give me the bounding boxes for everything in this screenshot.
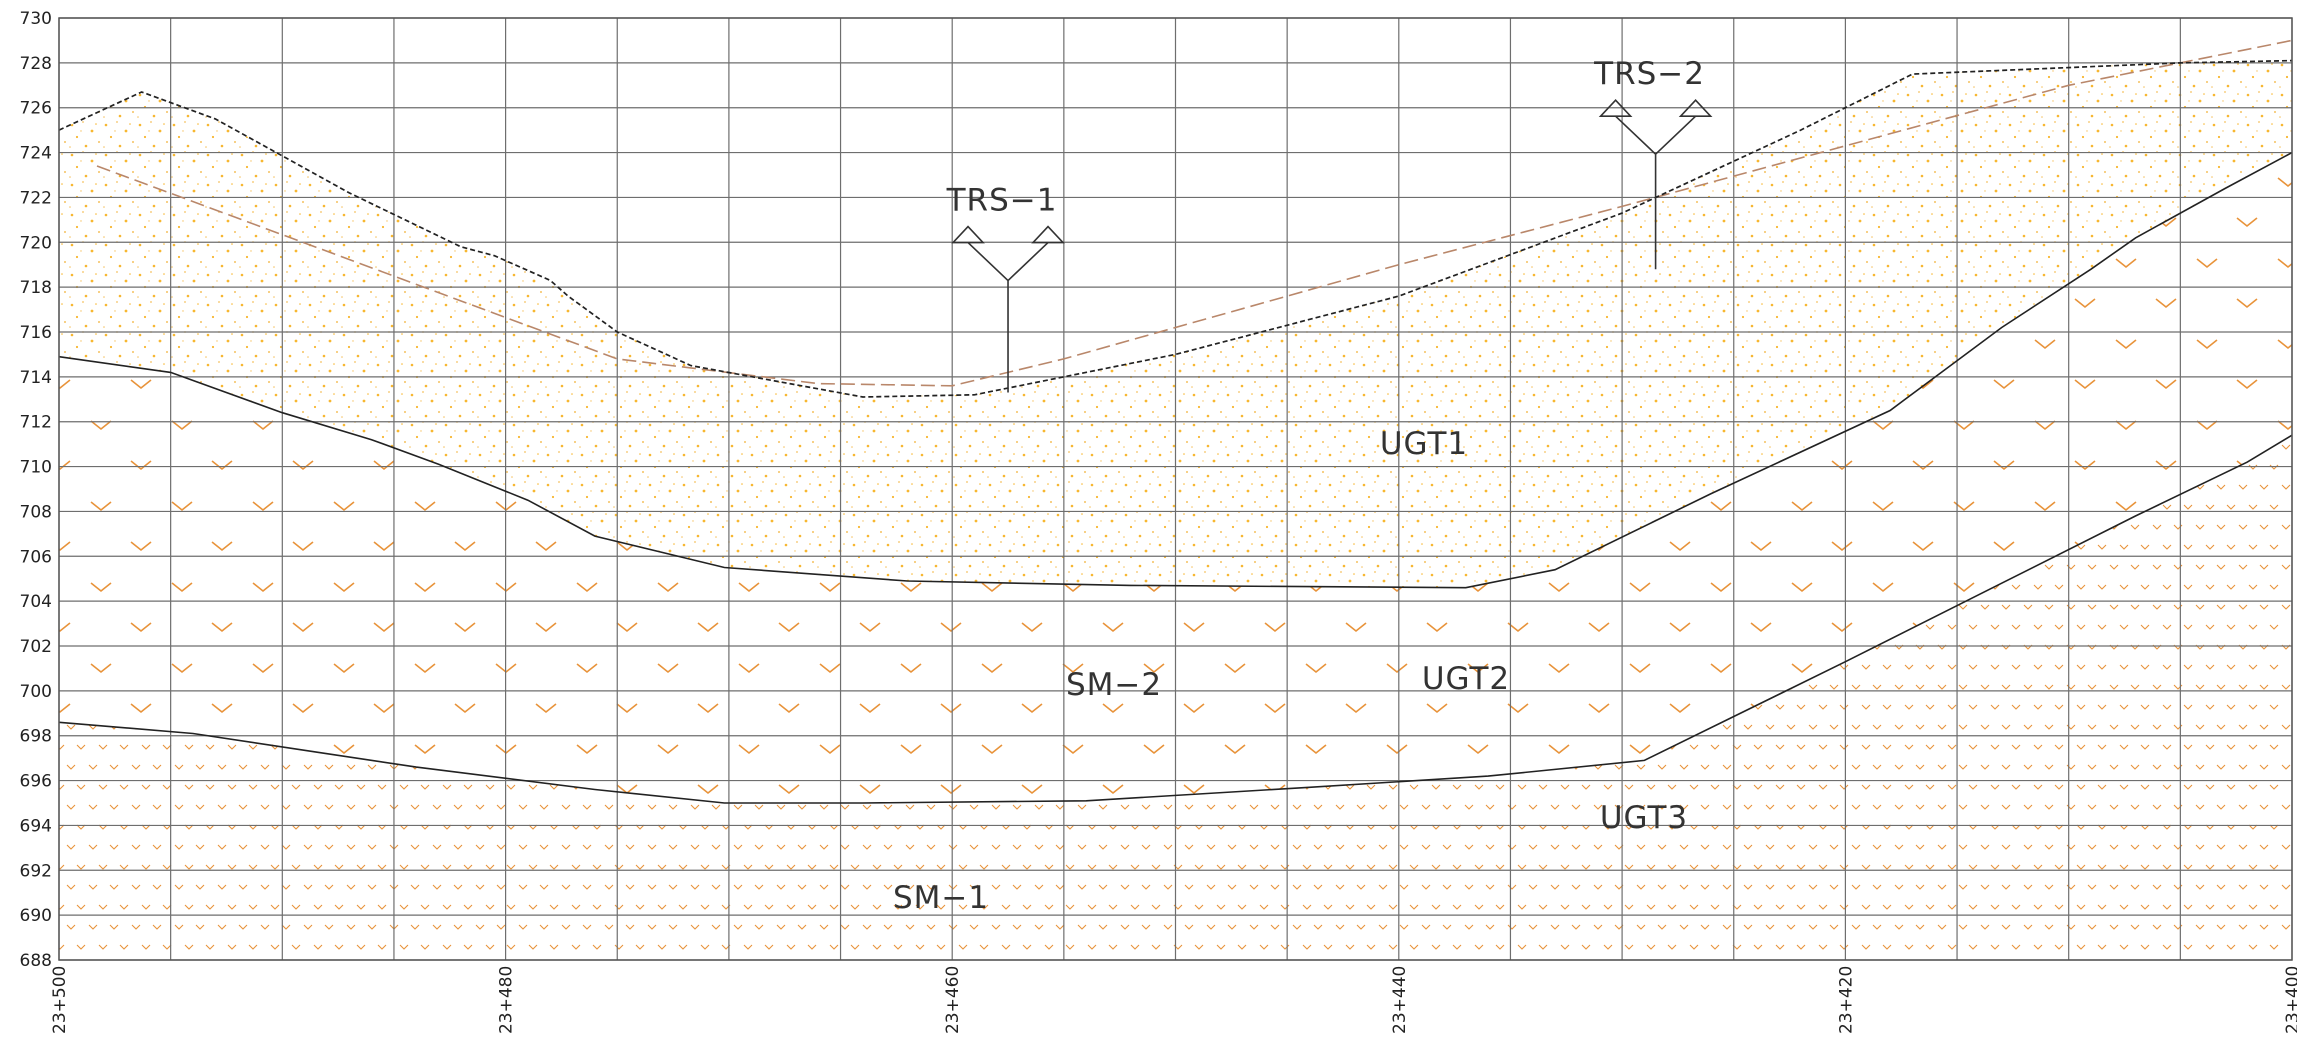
elevation-tick-label: 700 [20,682,52,702]
chainage-axis: 23+500 23+480 23+460 23+440 23+420 23+400 [50,966,2297,1034]
sm1-label: SM−1 [893,880,989,916]
elevation-tick-label: 690 [20,906,52,926]
chainage-tick-label: 23+500 [50,966,70,1034]
elevation-tick-label: 712 [20,413,52,433]
trs1-marker: TRS−1 [946,183,1065,393]
elevation-tick-label: 718 [20,278,52,298]
ugt3-label: UGT3 [1600,800,1688,836]
ground-surface-line [58,59,2293,398]
chainage-tick-label: 23+400 [2283,966,2297,1034]
elevation-tick-label: 692 [20,861,52,881]
trs2-label: TRS−2 [1593,56,1705,92]
unit-labels: UGT1 UGT2 UGT3 SM−2 SM−1 [893,426,1688,916]
chainage-tick-label: 23+440 [1390,966,1410,1034]
design-grade-line [96,39,2293,387]
ugt2-base-line [58,434,2293,804]
elevation-tick-label: 698 [20,727,52,747]
ugt1-base-line [58,151,2293,589]
ugt2-label: UGT2 [1422,661,1510,697]
elevation-tick-label: 702 [20,637,52,657]
elevation-tick-label: 726 [20,99,52,119]
chainage-tick-label: 23+420 [1836,966,1856,1034]
elevation-tick-label: 710 [20,458,52,478]
elevation-tick-label: 730 [20,9,52,29]
ugt1-label: UGT1 [1380,426,1468,462]
elevation-tick-label: 722 [20,188,52,208]
elevation-tick-label: 706 [20,547,52,567]
elevation-tick-label: 708 [20,502,52,522]
plot-frame [58,17,2293,961]
trs1-symbol [951,225,1065,393]
elevation-tick-label: 694 [20,816,52,836]
grid [58,17,2293,961]
elevation-tick-label: 696 [20,772,52,792]
elevation-tick-label: 714 [20,368,52,388]
sm2-label: SM−2 [1066,667,1162,703]
elevation-tick-label: 720 [20,233,52,253]
chainage-tick-label: 23+480 [497,966,517,1034]
trs2-symbol [1598,99,1713,270]
elevation-tick-label: 704 [20,592,52,612]
elevation-tick-label: 716 [20,323,52,343]
elevation-tick-label: 728 [20,54,52,74]
trs2-marker: TRS−2 [1593,56,1713,270]
elevation-tick-label: 688 [20,951,52,971]
chainage-tick-label: 23+460 [943,966,963,1034]
trs1-label: TRS−1 [946,183,1058,219]
elevation-axis: 688 690 692 694 696 698 700 702 704 706 708 710 712 7… [20,9,52,971]
elevation-tick-label: 724 [20,144,52,164]
profile-lines [58,39,2293,804]
